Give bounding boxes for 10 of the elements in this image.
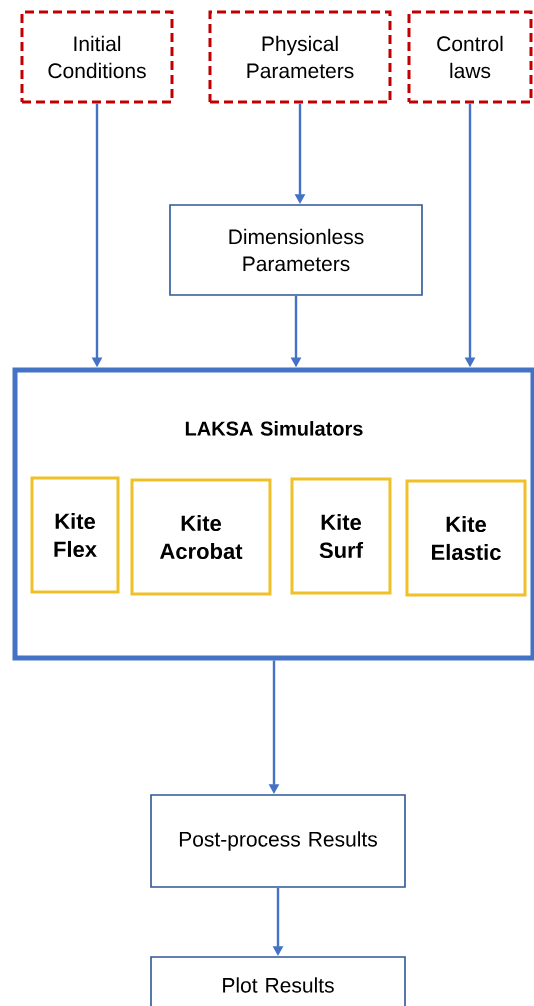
input-box: Physical Parameters <box>208 10 392 104</box>
input-box: Initial Conditions <box>20 10 174 104</box>
process-box: Dimensionless Parameters <box>169 204 423 296</box>
simulator-box: Kite Acrobat <box>130 478 272 596</box>
simulator-box: Kite Elastic <box>405 479 527 597</box>
simulator-box: Kite Flex <box>30 476 120 594</box>
process-box: Post-process Results <box>150 794 406 888</box>
input-box: Control laws <box>407 10 533 104</box>
simulator-box: Kite Surf <box>290 477 392 595</box>
process-box: Plot Results <box>150 956 406 1006</box>
